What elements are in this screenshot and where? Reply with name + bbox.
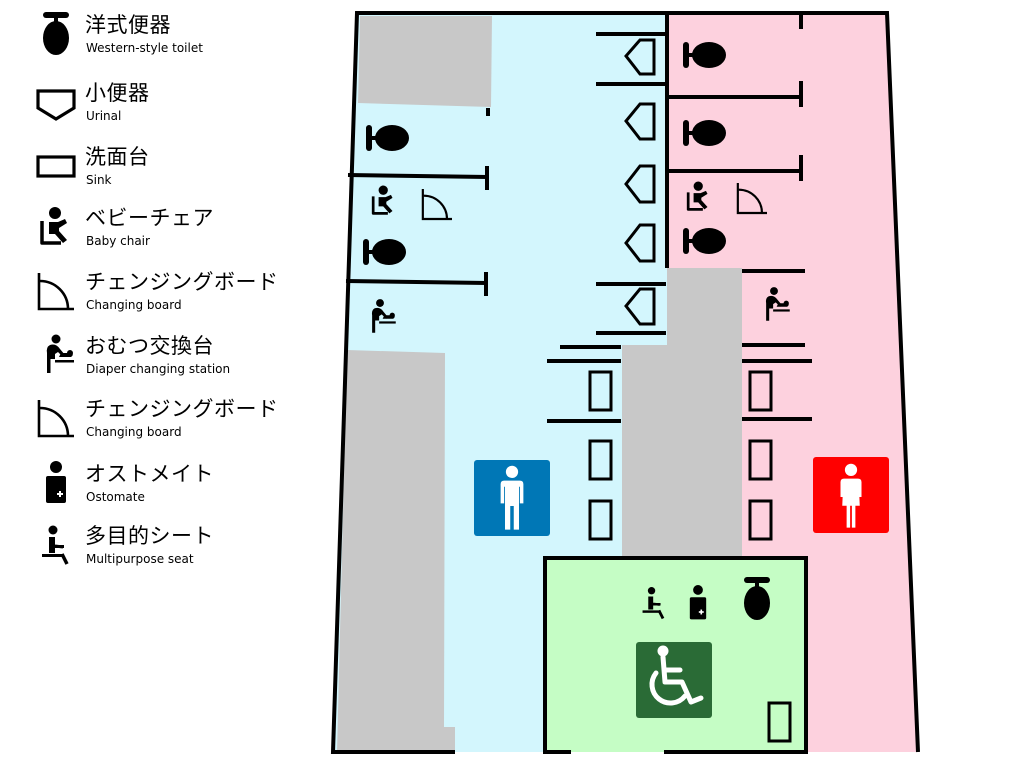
unused-space-center: [622, 268, 742, 556]
legend-label-en: Changing board: [86, 298, 182, 312]
womens-restroom-area: [667, 13, 918, 752]
legend-item-urinal: 小便器 Urinal: [0, 78, 320, 134]
sink-icon: [588, 370, 613, 412]
legend-label-jp: チェンジングボード: [85, 397, 279, 421]
legend-item-ostomate: オストメイト Ostomate: [0, 459, 320, 515]
accessible-restroom-sign: [636, 642, 712, 718]
urinal-icon: [624, 287, 656, 326]
legend-item-changing-board-2: チェンジングボード Changing board: [0, 394, 320, 450]
sink-icon: [748, 439, 773, 481]
sink-icon: [588, 439, 613, 481]
legend-item-sink: 洗面台 Sink: [0, 142, 320, 198]
urinals: [624, 38, 656, 326]
legend-label-en: Urinal: [86, 109, 122, 123]
unused-space-left: [337, 350, 455, 752]
walls: [330, 11, 920, 754]
legend-label-jp: 多目的シート: [85, 524, 214, 548]
legend: 洋式便器 Western-style toilet 小便器 Urinal 洗面台…: [0, 0, 320, 768]
legend-item-baby-chair: ベビーチェア Baby chair: [0, 203, 320, 259]
womens-sinks: [748, 370, 773, 541]
legend-label-en: Diaper changing station: [86, 362, 231, 376]
legend-label-jp: おむつ交換台: [85, 334, 214, 358]
legend-label-en: Multipurpose seat: [86, 552, 194, 566]
legend-item-western-toilet: 洋式便器 Western-style toilet: [0, 10, 320, 66]
legend-label-jp: 洗面台: [85, 145, 150, 169]
urinal-icon: [624, 164, 656, 204]
legend-item-multipurpose-seat: 多目的シート Multipurpose seat: [0, 521, 320, 577]
urinal-icon: [624, 223, 656, 263]
legend-label-jp: オストメイト: [85, 462, 214, 486]
legend-label-jp: 洋式便器: [85, 13, 171, 37]
legend-label-en: Western-style toilet: [86, 41, 203, 55]
legend-label-jp: 小便器: [85, 81, 150, 105]
sink-icon: [588, 499, 613, 541]
urinal-icon: [624, 102, 656, 141]
urinal-icon: [624, 38, 656, 76]
women-restroom-sign: [813, 457, 889, 533]
legend-label-en: Changing board: [86, 425, 182, 439]
mens-sinks: [588, 370, 613, 541]
legend-item-changing-board: チェンジングボード Changing board: [0, 267, 320, 323]
legend-label-jp: チェンジングボード: [85, 270, 279, 294]
sink-icon: [748, 370, 773, 412]
legend-label-en: Baby chair: [86, 234, 150, 248]
legend-label-en: Ostomate: [86, 490, 145, 504]
sink-icon: [748, 499, 773, 541]
legend-label-en: Sink: [86, 173, 112, 187]
legend-item-diaper-changing-station: おむつ交換台 Diaper changing station: [0, 331, 320, 387]
unused-space-top-left: [358, 16, 492, 107]
legend-label-jp: ベビーチェア: [85, 206, 214, 230]
men-restroom-sign: [474, 460, 550, 536]
sink-icon: [767, 701, 792, 743]
